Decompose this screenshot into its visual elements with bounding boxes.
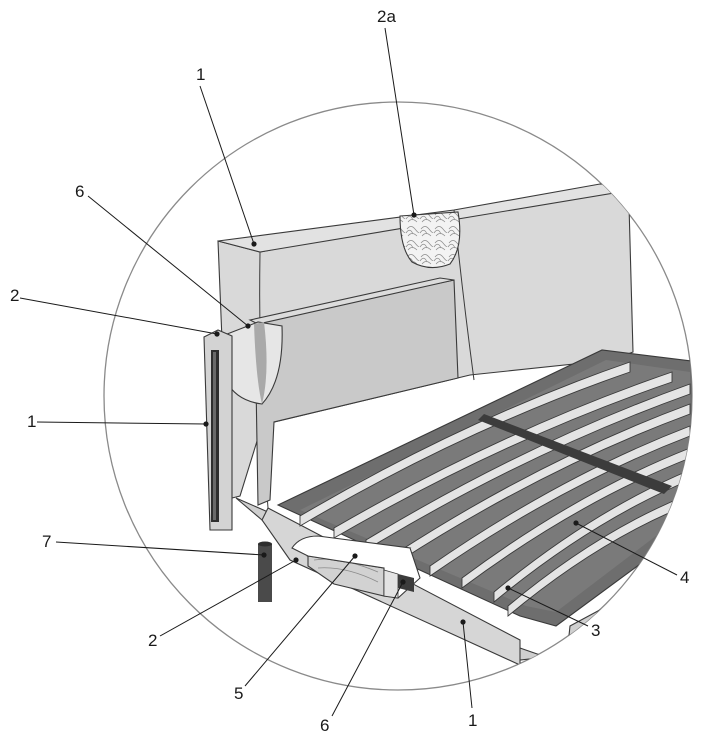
callout-label-c3: 3 xyxy=(591,621,600,640)
callout-dot-c1c xyxy=(460,619,466,625)
side-panel-groove-inner xyxy=(213,352,216,520)
slat xyxy=(365,383,691,551)
callout-dot-c2a xyxy=(411,212,417,218)
callout-label-c1b: 1 xyxy=(27,412,36,431)
callout-label-c6: 6 xyxy=(75,182,84,201)
callout-leader-c3 xyxy=(507,587,589,627)
callout-dot-c7 xyxy=(261,552,267,558)
callout-leader-c4 xyxy=(575,522,678,576)
sofa-leg-top xyxy=(258,541,272,547)
slat xyxy=(397,403,691,563)
callout-label-c5: 5 xyxy=(234,684,243,703)
metal-bracket xyxy=(398,574,414,592)
callout-label-c7: 7 xyxy=(42,532,51,551)
callout-leader-c2a xyxy=(384,27,415,216)
callout-label-c2a: 2a xyxy=(377,7,396,26)
callout-leader-c1 xyxy=(199,85,255,245)
callout-leader-c1c xyxy=(462,621,473,709)
callout-dot-c2 xyxy=(214,331,220,337)
slat xyxy=(299,361,631,527)
callout-dot-c1 xyxy=(251,241,257,247)
callout-leader-c5 xyxy=(244,555,356,687)
cross-support-bar xyxy=(478,414,672,494)
callout-leader-c7 xyxy=(55,541,265,556)
callout-label-c6b: 6 xyxy=(320,716,329,734)
backrest-cutaway-layer xyxy=(254,322,267,404)
callout-dot-c4 xyxy=(573,520,579,526)
callout-leader-c2 xyxy=(19,297,218,335)
slat xyxy=(333,371,673,539)
callout-label-c4: 4 xyxy=(680,568,689,587)
callout-dot-c3 xyxy=(505,585,511,591)
callout-leader-c6b xyxy=(331,581,404,717)
callout-leader-c2b xyxy=(159,559,297,637)
callout-label-c1c: 1 xyxy=(468,711,477,730)
callout-dot-c6 xyxy=(245,323,251,329)
callout-dot-c1b xyxy=(203,421,209,427)
callout-leader-c1b xyxy=(36,421,207,425)
callout-leader-c6 xyxy=(87,195,249,327)
fiber-fill-cutaway xyxy=(399,211,461,269)
callout-dot-c5 xyxy=(352,553,358,559)
bracket-plate xyxy=(383,569,399,599)
slats xyxy=(299,361,691,617)
callout-dot-c2b xyxy=(293,557,299,563)
callout-label-c2b: 2 xyxy=(148,631,157,650)
callout-label-c2: 2 xyxy=(10,286,19,305)
callout-label-c1: 1 xyxy=(196,65,205,84)
callout-dot-c6b xyxy=(400,579,406,585)
sofa-leg xyxy=(258,544,272,602)
